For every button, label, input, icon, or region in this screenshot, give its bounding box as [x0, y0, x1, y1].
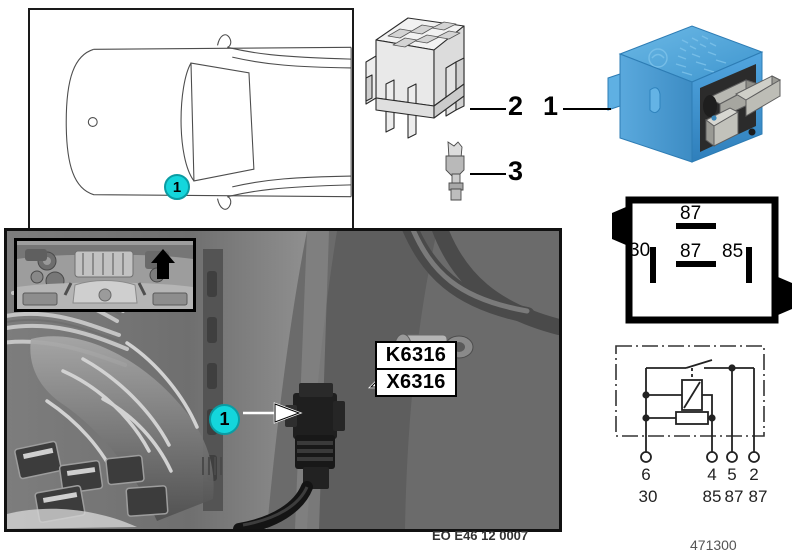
pin-label-middle: 87 [680, 241, 701, 262]
pin-label-right: 85 [722, 241, 743, 262]
relay-photo-illustration [607, 25, 782, 163]
schematic-pin-6: 6 [641, 465, 650, 484]
relay-designation-value: K6316 [377, 343, 455, 370]
relay-socket-illustration [365, 17, 465, 139]
part-number-1: 1 [543, 91, 559, 121]
leader-line-part-3 [470, 173, 506, 175]
leader-line-part-2 [470, 108, 506, 110]
relay-terminal-layout-diagram: 87 30 87 85 [612, 196, 792, 324]
schematic-pin-4: 4 [707, 465, 716, 484]
leader-line-part-1 [563, 108, 611, 110]
eo-caption: EO E46 12 0007 [432, 528, 529, 543]
schematic-pin-2: 2 [749, 465, 758, 484]
connector-designation-value: X6316 [386, 371, 446, 393]
part-number-3: 3 [508, 156, 524, 186]
engine-bay-overview-inset [14, 238, 196, 312]
component-designation-label: K6316 X6316 [375, 341, 457, 397]
pin-label-left: 30 [629, 240, 650, 261]
figure-id: 471300 [690, 537, 737, 553]
engine-bay-photo [7, 231, 559, 529]
schematic-terminal-87a: 87 [725, 487, 744, 505]
relay-circuit-schematic: 6 4 5 2 30 85 87 87 [615, 345, 768, 505]
vehicle-top-view-drawing [65, 34, 352, 210]
contact-terminal-illustration [445, 141, 465, 201]
callout-badge-1-vehicle: 1 [164, 174, 190, 200]
engine-bay-overview-drawing [17, 241, 193, 309]
schematic-terminal-87b: 87 [749, 487, 768, 505]
part-number-2: 2 [508, 91, 524, 121]
vehicle-location-panel [28, 8, 354, 236]
schematic-pin-5: 5 [727, 465, 736, 484]
pin-label-top: 87 [680, 203, 701, 224]
schematic-terminal-85: 85 [703, 487, 722, 505]
callout-badge-1-photo: 1 [209, 404, 240, 435]
schematic-terminal-30: 30 [639, 487, 658, 505]
